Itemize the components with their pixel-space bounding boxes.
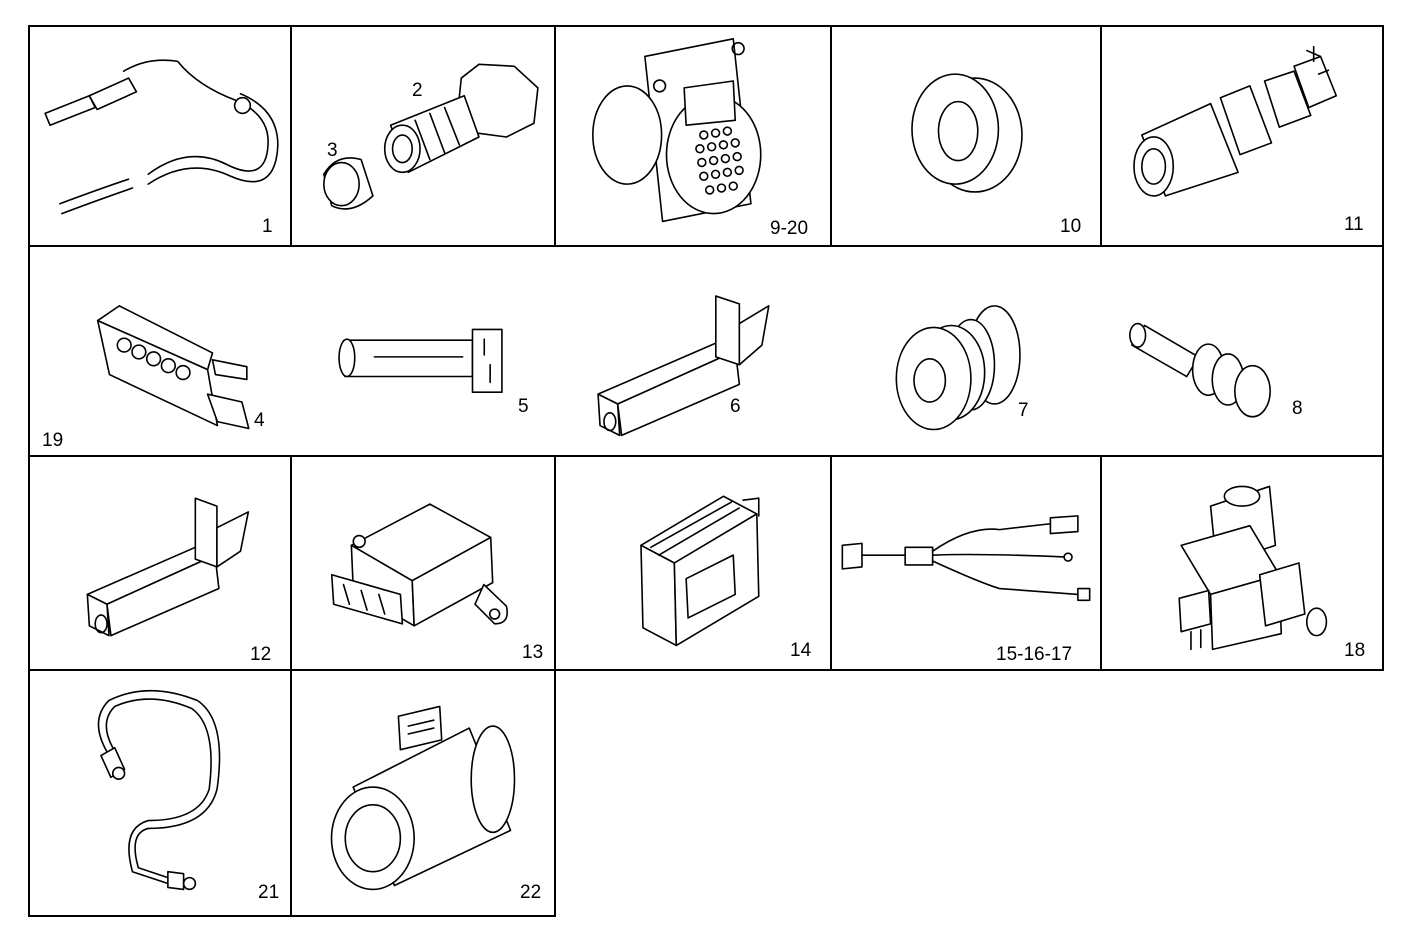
part-label-13: 13 xyxy=(522,642,544,663)
terminal-housings-drawing xyxy=(30,247,1382,455)
part-label-8: 8 xyxy=(1292,398,1303,419)
exhaust-temperature-sensor-drawing xyxy=(30,27,290,245)
part-label-1: 1 xyxy=(262,216,273,237)
part-cell-row2[interactable]: 19 4 5 6 7 8 xyxy=(28,245,1384,457)
part-label-3: 3 xyxy=(327,140,338,161)
wiring-harness-drawing xyxy=(832,457,1100,669)
part-cell-15-16-17[interactable]: 15-16-17 xyxy=(830,455,1102,671)
part-label-5: 5 xyxy=(518,396,529,417)
part-label-6: 6 xyxy=(730,396,741,417)
part-label-14: 14 xyxy=(790,640,812,661)
part-label-21: 21 xyxy=(258,882,280,903)
part-label-10: 10 xyxy=(1060,216,1082,237)
part-label-2: 2 xyxy=(412,80,423,101)
hose-line-drawing xyxy=(30,671,290,915)
part-label-19: 19 xyxy=(42,430,64,451)
temperature-switch-drawing xyxy=(1102,27,1382,245)
electronic-control-unit-drawing xyxy=(556,457,830,669)
grommet-drawing xyxy=(832,27,1100,245)
part-label-22: 22 xyxy=(520,882,542,903)
multi-pin-connector-drawing xyxy=(556,27,830,245)
part-label-9-20: 9-20 xyxy=(770,218,809,239)
part-label-7: 7 xyxy=(1018,400,1029,421)
connector-sleeve-drawing xyxy=(292,27,554,245)
part-label-4: 4 xyxy=(254,410,265,431)
part-cell-11[interactable]: 11 xyxy=(1100,25,1384,247)
part-cell-22[interactable]: 22 xyxy=(290,669,556,917)
part-cell-21[interactable]: 21 xyxy=(28,669,292,917)
part-cell-10[interactable]: 10 xyxy=(830,25,1102,247)
part-label-18: 18 xyxy=(1344,640,1366,661)
terminal-housing-drawing xyxy=(30,457,290,669)
part-label-12: 12 xyxy=(250,644,272,665)
part-label-11: 11 xyxy=(1344,214,1364,235)
part-cell-1[interactable]: 1 xyxy=(28,25,292,247)
mass-air-flow-sensor-drawing xyxy=(292,671,554,915)
valve-assembly-drawing xyxy=(1102,457,1382,669)
part-cell-9-20[interactable]: 9-20 xyxy=(554,25,832,247)
part-cell-14[interactable]: 14 xyxy=(554,455,832,671)
part-label-15-16-17: 15-16-17 xyxy=(996,644,1073,665)
control-module-drawing xyxy=(292,457,554,669)
part-cell-12[interactable]: 12 xyxy=(28,455,292,671)
part-cell-18[interactable]: 18 xyxy=(1100,455,1384,671)
part-cell-13[interactable]: 13 xyxy=(290,455,556,671)
part-cell-2-3[interactable]: 2 3 xyxy=(290,25,556,247)
